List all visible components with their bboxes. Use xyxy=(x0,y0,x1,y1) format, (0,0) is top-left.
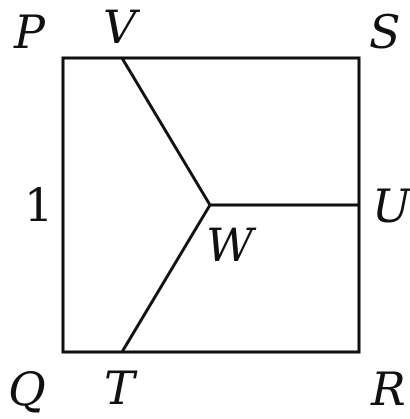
label-r: R xyxy=(370,362,406,416)
label-u: U xyxy=(372,179,410,233)
label-v: V xyxy=(103,0,141,54)
label-t: T xyxy=(104,361,138,415)
label-q: Q xyxy=(8,362,46,416)
segment-tw xyxy=(120,203,212,354)
label-w: W xyxy=(206,218,257,272)
side-length-label: 1 xyxy=(24,178,53,232)
segment-vw xyxy=(120,56,212,207)
label-s: S xyxy=(369,5,401,59)
label-p: P xyxy=(13,5,46,59)
